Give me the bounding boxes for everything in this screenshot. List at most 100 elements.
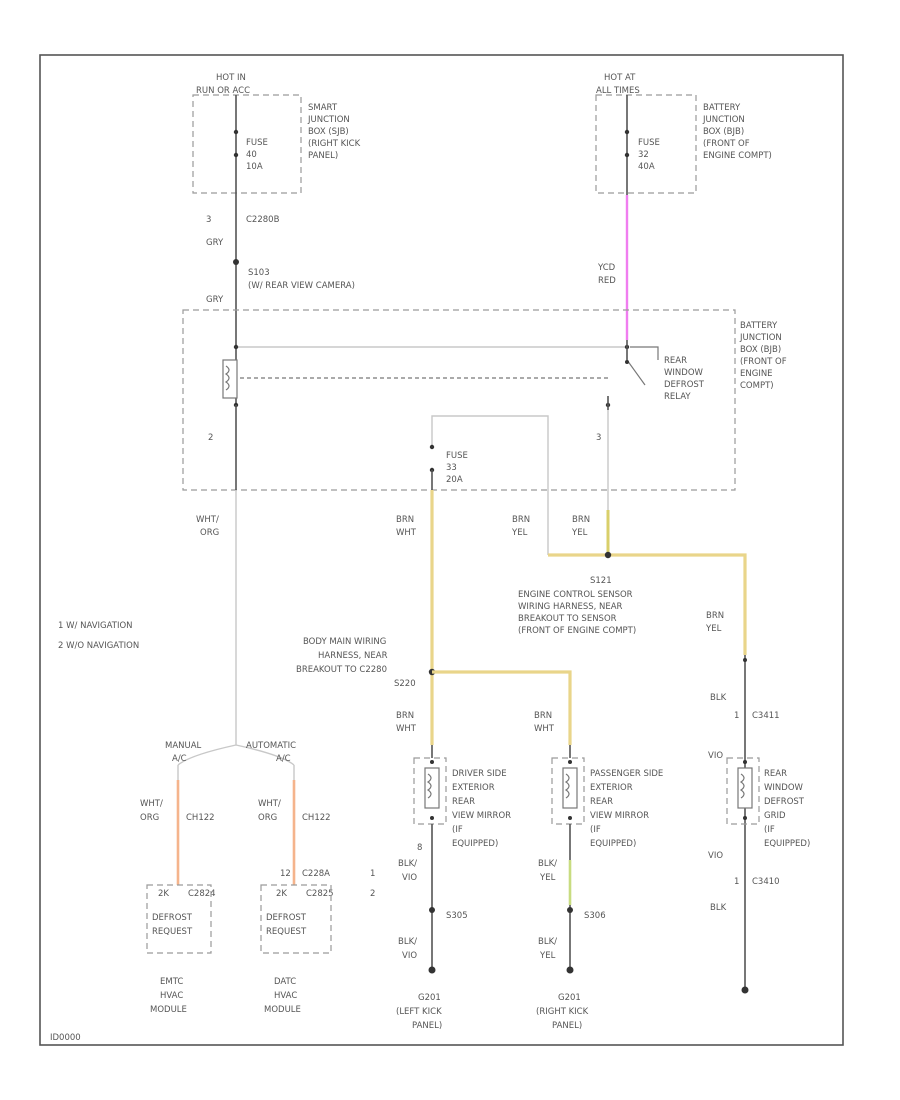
- datc-defrost-box: [260, 884, 332, 954]
- footer-id: ID0000: [50, 1033, 81, 1043]
- brn-wht-1: BRN: [396, 515, 414, 525]
- wht-org-1: WHT/: [196, 515, 219, 525]
- right-hot-label-2: ALL TIMES: [596, 86, 640, 96]
- s121-desc-2: WIRING HARNESS, NEAR: [518, 602, 623, 612]
- g201b-ground: [566, 966, 574, 974]
- grid-blk-2: BLK: [710, 903, 727, 913]
- right-hot-label-1: HOT AT: [604, 73, 636, 83]
- gry-label-2: GRY: [206, 295, 224, 305]
- left-conn: CH122: [186, 813, 215, 823]
- bjb-main-label-2: JUNCTION: [739, 333, 782, 343]
- relay-label-1: REAR: [664, 356, 687, 366]
- note-1: 1 W/ NAVIGATION: [58, 621, 133, 631]
- g201b-2: (RIGHT KICK: [536, 1007, 589, 1017]
- note-2: 2 W/O NAVIGATION: [58, 641, 139, 651]
- fuse33-label-3: 20A: [446, 475, 463, 485]
- left-module-2: HVAC: [160, 991, 183, 1001]
- driver-6: EQUIPPED): [452, 839, 498, 849]
- grid-c3410: C3410: [752, 877, 780, 887]
- automatic-label-1: AUTOMATIC: [246, 741, 296, 751]
- s220-desc-3: BREAKOUT TO C2280: [296, 665, 387, 675]
- right-module-2: HVAC: [274, 991, 297, 1001]
- g201b-1: G201: [558, 993, 581, 1003]
- g201b-3: PANEL): [552, 1021, 582, 1031]
- pass-4: VIEW MIRROR: [590, 811, 649, 821]
- pin-8-left: 8: [417, 843, 422, 853]
- ycd-label: YCD: [597, 263, 616, 273]
- mirrors: BRN WHT BRN WHT DRIVER SIDE EXTERIOR REA…: [396, 711, 663, 1031]
- left-fuse-label-1: FUSE: [246, 138, 268, 148]
- c2280b-label: C2280B: [246, 215, 280, 225]
- right-conn: CH122: [302, 813, 331, 823]
- right-module-3: MODULE: [264, 1005, 301, 1015]
- c2280b-pin: 3: [206, 215, 211, 225]
- bjb-main-label-5: ENGINE: [740, 369, 773, 379]
- right-wire-2: ORG: [258, 813, 277, 823]
- manual-label-1: MANUAL: [165, 741, 202, 751]
- wht-org-2: ORG: [200, 528, 219, 538]
- driver-mirror-box: [413, 757, 447, 825]
- bjb-main-label-1: BATTERY: [740, 321, 778, 331]
- c228a-label: C228A: [302, 869, 330, 879]
- grid-ground: [741, 986, 749, 994]
- left-fuse-label-3: 10A: [246, 162, 263, 172]
- bjb-main-box: [182, 309, 736, 491]
- left-wire-1: WHT/: [140, 799, 163, 809]
- brn-wht-2: WHT: [396, 528, 417, 538]
- blk-yel-r-2: YEL: [539, 873, 556, 883]
- brn-wht-l-2: WHT: [396, 724, 417, 734]
- s121-splice: [604, 551, 612, 559]
- bjb-top-box: [595, 94, 697, 194]
- bjb-top-label-2: JUNCTION: [702, 115, 745, 125]
- blk-yel-r2-2: YEL: [539, 951, 556, 961]
- blk-vio-l-2: VIO: [402, 873, 417, 883]
- brn-yel-a-2: YEL: [511, 528, 528, 538]
- grid-label-1: REAR: [764, 769, 787, 779]
- sjb-label-2: JUNCTION: [307, 115, 350, 125]
- grid-vio-1: VIO: [708, 751, 723, 761]
- brn-yel-b-2: YEL: [571, 528, 588, 538]
- fuse33-label-2: 33: [446, 463, 457, 473]
- bjb-main-label-6: COMPT): [740, 381, 774, 391]
- pass-2: EXTERIOR: [590, 783, 633, 793]
- grid-pin-c3411: 1: [734, 711, 739, 721]
- brn-yel-a-1: BRN: [512, 515, 530, 525]
- right-fuse-label-2: 32: [638, 150, 649, 160]
- g201-ground: [428, 966, 436, 974]
- s220-label: S220: [394, 679, 416, 689]
- blk-vio-l-1: BLK/: [398, 859, 417, 869]
- sjb-box: [192, 94, 302, 194]
- s220-desc-1: BODY MAIN WIRING: [303, 637, 386, 647]
- grid-label-5: (IF: [764, 825, 775, 835]
- s121-desc-1: ENGINE CONTROL SENSOR: [518, 590, 633, 600]
- left-box-1: DEFROST: [152, 913, 193, 923]
- blk-yel-r2-1: BLK/: [538, 937, 557, 947]
- pass-1: PASSENGER SIDE: [590, 769, 663, 779]
- relay-label-4: RELAY: [664, 392, 691, 402]
- relay-switch: [626, 359, 646, 386]
- right-module-1: DATC: [274, 977, 296, 987]
- sjb-label-5: PANEL): [308, 151, 338, 161]
- s103-splice: [233, 259, 239, 265]
- s103-label: S103: [248, 268, 270, 278]
- grid-box: [726, 757, 760, 825]
- sjb-label-1: SMART: [308, 103, 338, 113]
- bjb-top-label-3: BOX (BJB): [703, 127, 744, 137]
- driver-1: DRIVER SIDE: [452, 769, 507, 779]
- left-module-1: EMTC: [160, 977, 183, 987]
- relay-label-2: WINDOW: [664, 368, 704, 378]
- diagram-frame: [39, 54, 844, 1046]
- right-box-2: REQUEST: [266, 927, 307, 937]
- c228a-note-2: 2: [370, 889, 375, 899]
- passenger-feed: [432, 670, 572, 745]
- fuse33-feed: [431, 415, 549, 555]
- pass-5: (IF: [590, 825, 601, 835]
- bjb-main-label-3: BOX (BJB): [740, 345, 781, 355]
- left-hot-label-1: HOT IN: [216, 73, 246, 83]
- grid-label-6: EQUIPPED): [764, 839, 810, 849]
- pin-3-right: 3: [596, 433, 601, 443]
- grid-brn-yel-1: BRN: [706, 611, 724, 621]
- bjb-main: BATTERY JUNCTION BOX (BJB) (FRONT OF ENG…: [182, 309, 787, 555]
- emtc-defrost-box: [146, 884, 212, 954]
- s103-desc: (W/ REAR VIEW CAMERA): [248, 281, 355, 291]
